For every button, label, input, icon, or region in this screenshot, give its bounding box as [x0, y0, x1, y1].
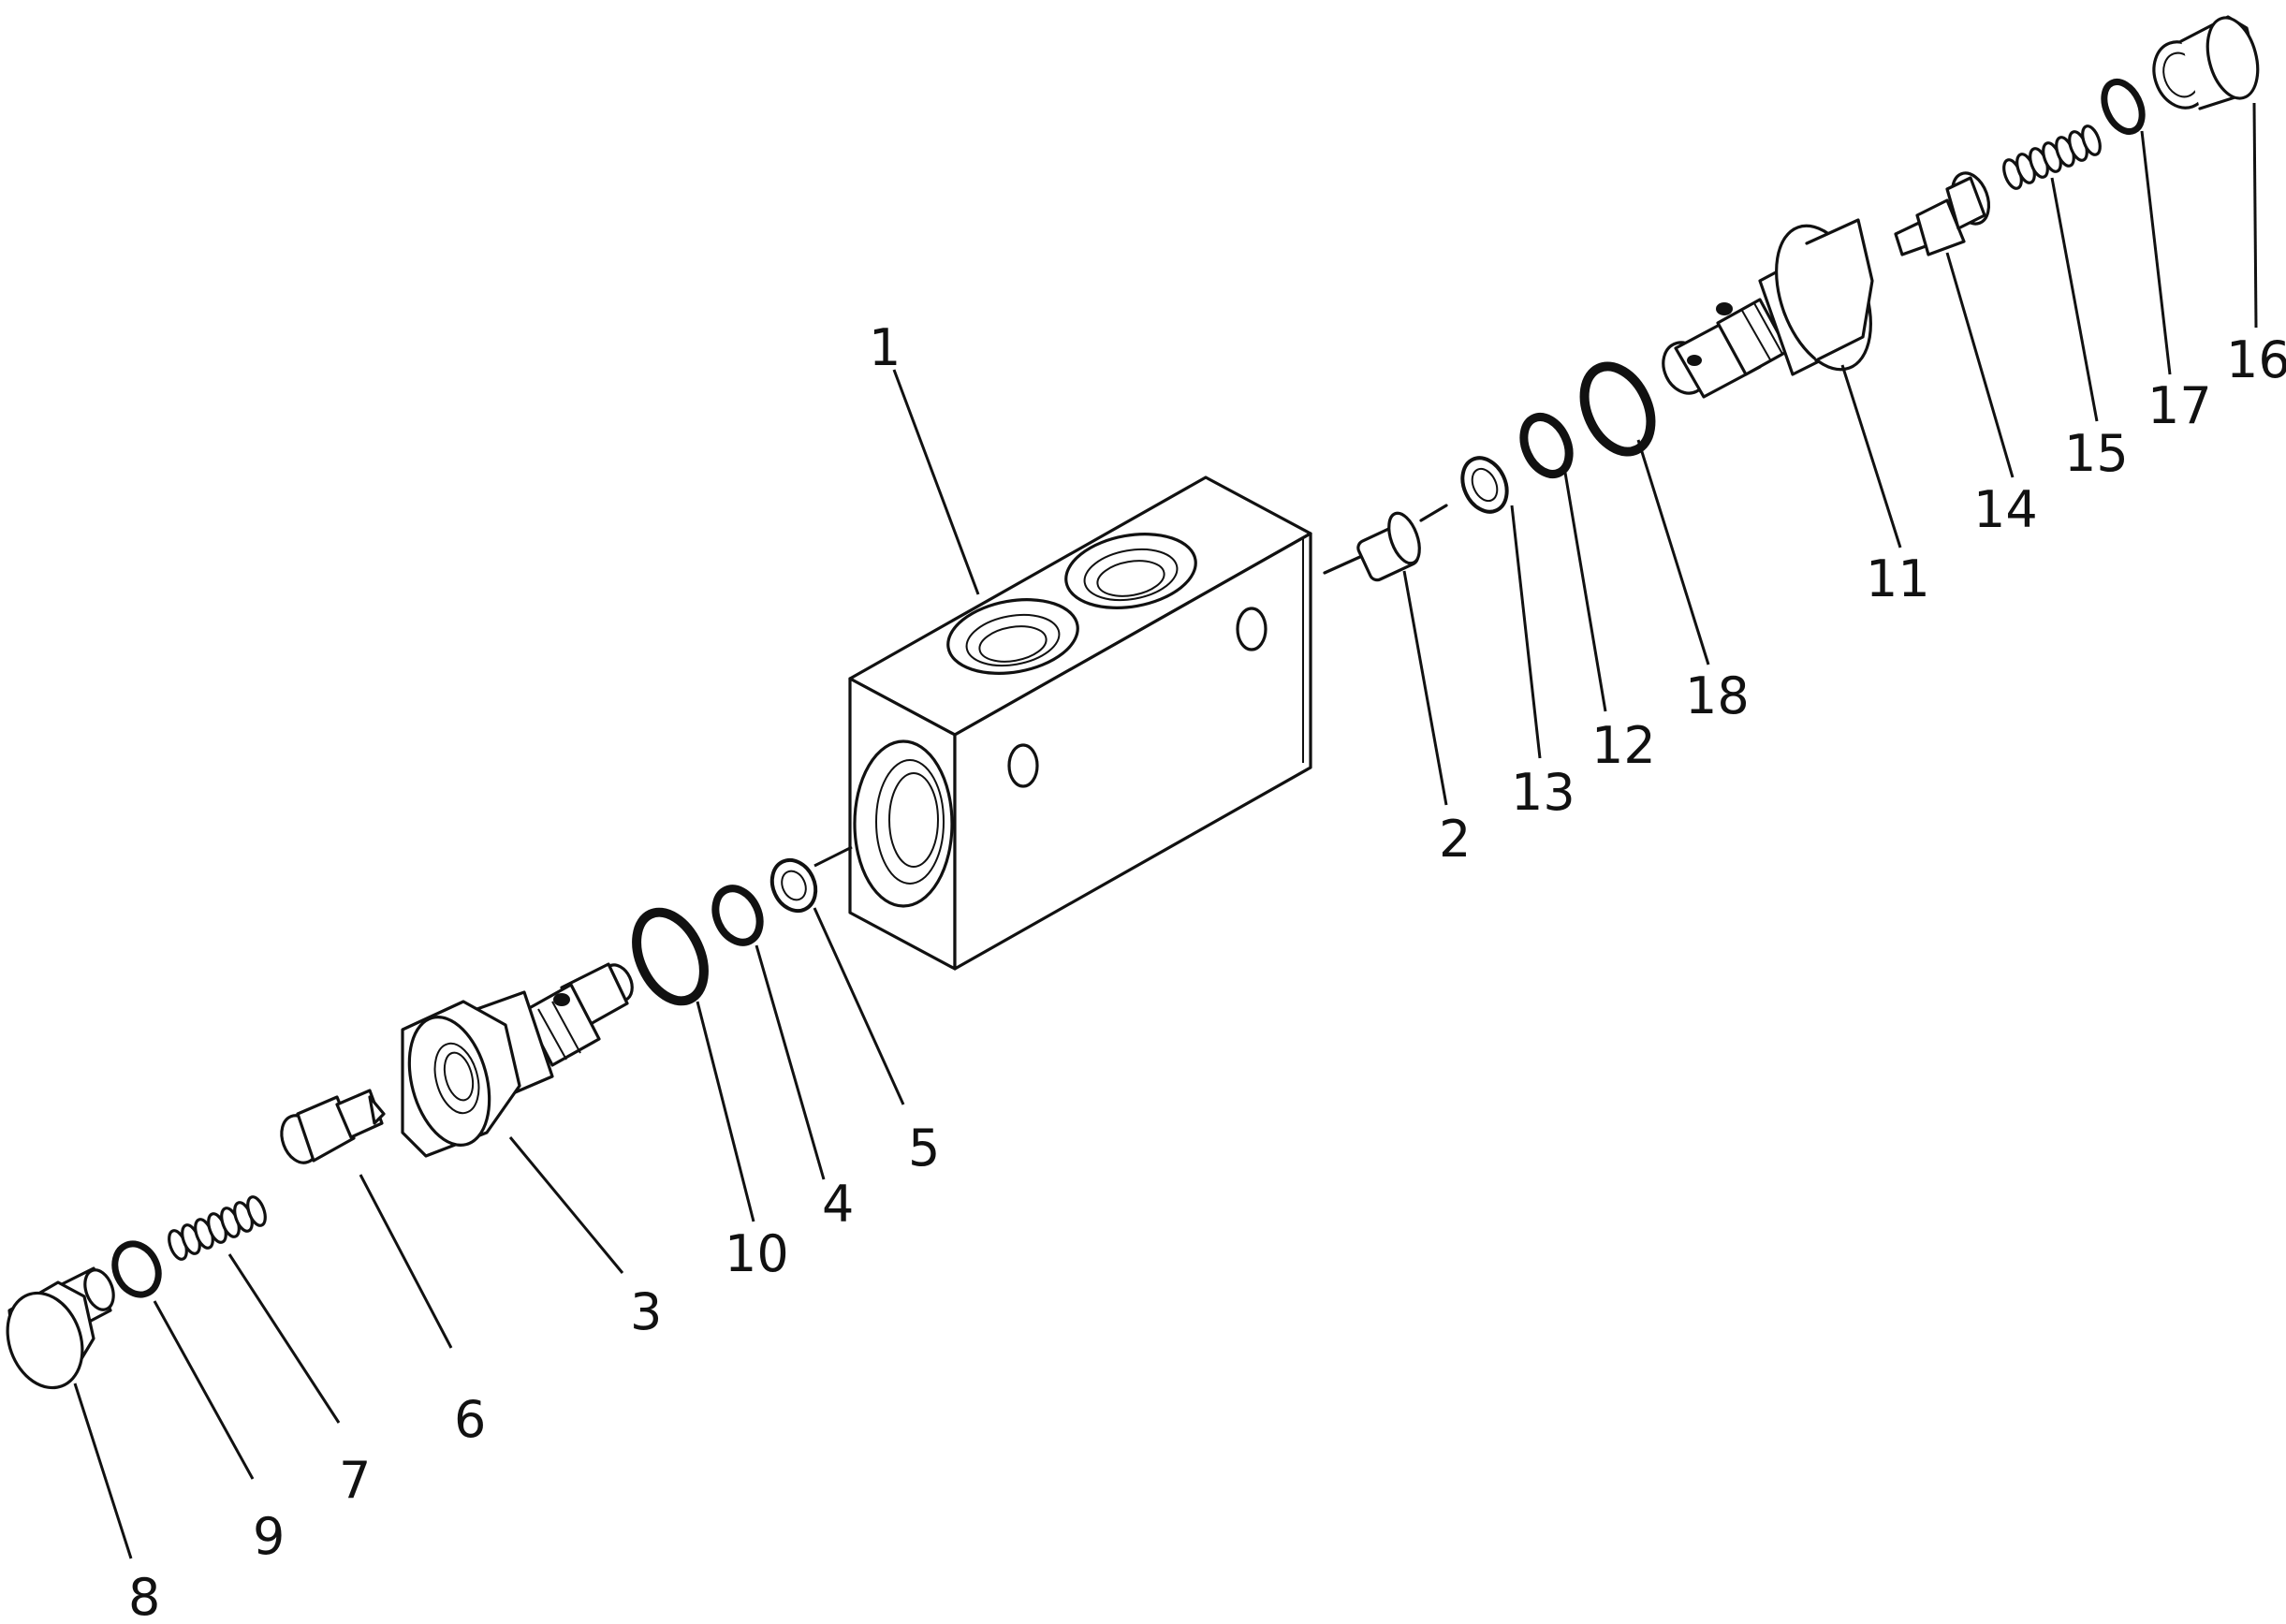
callout-11: 11: [1866, 549, 1930, 608]
callout-9: 9: [253, 1507, 285, 1566]
valve-body-part-1: [848, 475, 1312, 971]
callout-labels: 1 2 3 4 5 6 7 8 9 10 11 12 13 14 15 16 1…: [128, 318, 2286, 1624]
cartridge-part-3: [401, 962, 634, 1158]
callout-6: 6: [454, 1390, 486, 1449]
callout-14: 14: [1973, 480, 2038, 539]
spring-part-7: [168, 1195, 267, 1261]
spring-part-15: [2002, 124, 2102, 190]
callout-5: 5: [908, 1119, 940, 1178]
callout-13: 13: [1511, 763, 1575, 822]
poppet-part-6: [280, 1089, 386, 1164]
plug-part-16: [2152, 15, 2260, 110]
o-ring-part-18: [1579, 361, 1656, 457]
o-ring-part-4: [711, 885, 764, 946]
o-ring-part-17: [2101, 79, 2146, 135]
callout-18: 18: [1685, 666, 1750, 725]
callout-8: 8: [128, 1568, 160, 1624]
o-ring-part-9: [111, 1240, 162, 1298]
leader-lines: [73, 102, 2258, 1559]
callout-7: 7: [339, 1451, 371, 1510]
callout-16: 16: [2226, 330, 2286, 389]
callout-12: 12: [1591, 716, 1656, 775]
callout-2: 2: [1439, 810, 1471, 869]
o-ring-part-10: [632, 907, 709, 1006]
cartridge-part-11: [1662, 218, 1874, 399]
callout-3: 3: [630, 1282, 662, 1341]
o-ring-part-12: [1519, 413, 1574, 478]
plug-part-8: [6, 1266, 115, 1390]
washer-part-13: [1460, 456, 1509, 514]
callout-1: 1: [869, 318, 901, 377]
callout-17: 17: [2147, 376, 2212, 435]
callout-15: 15: [2064, 424, 2129, 483]
callout-10: 10: [725, 1224, 789, 1283]
poppet-part-2: [1323, 504, 1448, 582]
callout-4: 4: [822, 1175, 854, 1234]
poppet-part-14: [1894, 171, 1991, 256]
washer-part-5: [769, 857, 818, 914]
